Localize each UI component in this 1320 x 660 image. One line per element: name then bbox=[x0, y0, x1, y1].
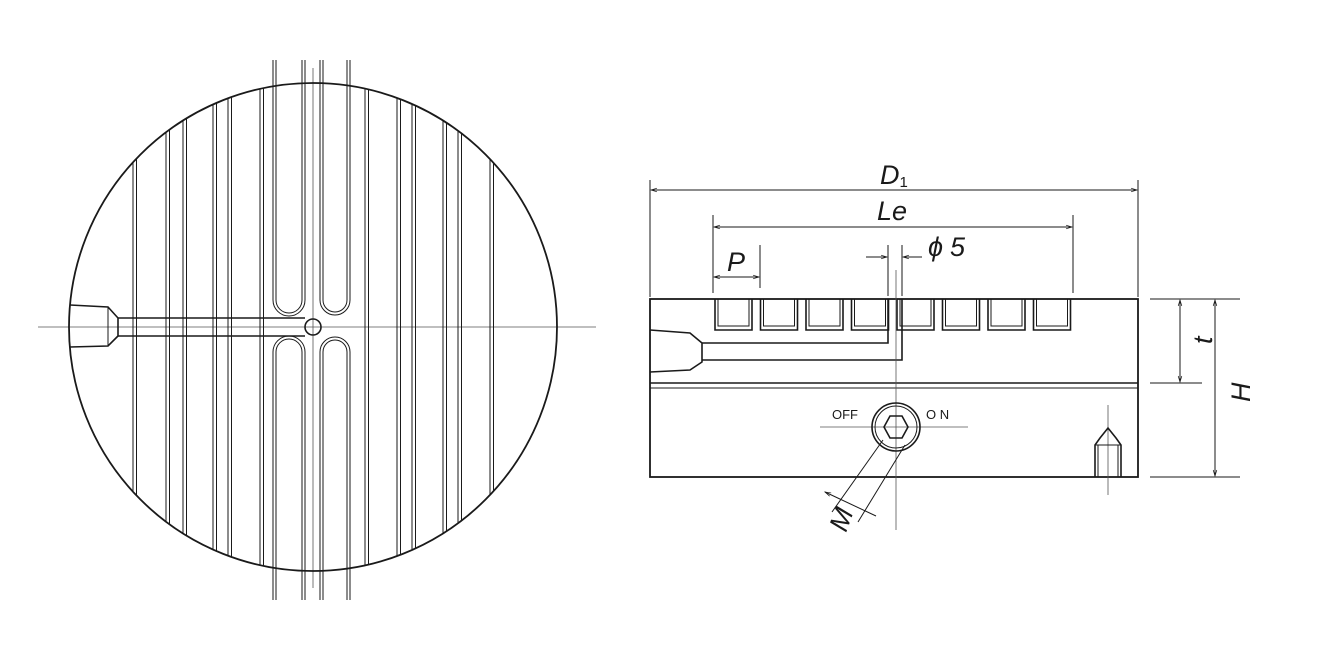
pocket bbox=[941, 299, 981, 331]
svg-text:H: H bbox=[1226, 382, 1256, 402]
pockets bbox=[714, 299, 1072, 331]
pocket bbox=[899, 299, 932, 327]
t-dimension: t bbox=[1150, 298, 1240, 478]
pocket bbox=[1036, 299, 1068, 327]
pocket bbox=[759, 299, 799, 331]
pocket bbox=[987, 299, 1026, 331]
svg-text:M: M bbox=[823, 503, 859, 535]
le-dimension: Le bbox=[712, 196, 1074, 293]
on-label: O N bbox=[926, 407, 949, 422]
chuck-outline bbox=[68, 82, 558, 572]
pocket bbox=[850, 299, 890, 331]
pocket bbox=[945, 299, 977, 327]
center-hole bbox=[304, 318, 322, 336]
hex-socket-icon bbox=[883, 415, 909, 439]
center-slots bbox=[272, 60, 351, 600]
pocket bbox=[763, 299, 795, 327]
svg-text:D1: D1 bbox=[880, 160, 908, 191]
d1-dimension: D1 bbox=[649, 160, 1139, 297]
pocket bbox=[990, 299, 1023, 327]
svg-text:Le: Le bbox=[877, 196, 907, 226]
side-view: OFF O N M D1 Le P bbox=[649, 160, 1256, 535]
phi5-dimension: ϕ 5 bbox=[866, 232, 966, 296]
svg-text:ϕ: ϕ bbox=[928, 232, 943, 262]
svg-text:5: 5 bbox=[950, 232, 966, 262]
pocket bbox=[854, 299, 886, 327]
top-view bbox=[38, 60, 596, 600]
h-dimension: H bbox=[1212, 298, 1256, 478]
pocket bbox=[805, 299, 844, 331]
p-dimension: P bbox=[712, 245, 761, 288]
off-label: OFF bbox=[832, 407, 858, 422]
air-channel bbox=[69, 304, 322, 348]
locating-pin bbox=[1094, 405, 1122, 495]
pocket bbox=[717, 299, 750, 327]
pocket bbox=[896, 299, 935, 331]
air-nozzle bbox=[649, 329, 703, 373]
m-dimension: M bbox=[823, 439, 906, 535]
svg-text:P: P bbox=[727, 247, 745, 277]
pocket bbox=[808, 299, 841, 327]
grooves bbox=[132, 83, 494, 571]
switch-knob bbox=[871, 402, 921, 452]
svg-text:t: t bbox=[1188, 335, 1218, 344]
pocket bbox=[714, 299, 753, 331]
pocket bbox=[1032, 299, 1072, 331]
